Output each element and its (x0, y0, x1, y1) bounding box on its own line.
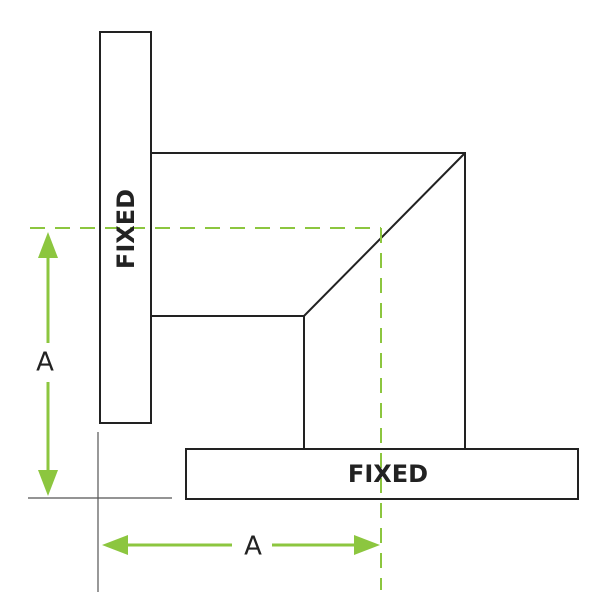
vertical-dimension-label: A (36, 348, 54, 378)
horizontal-dimension-arrow (102, 535, 380, 555)
arrowhead-left-icon (102, 535, 128, 555)
arrowhead-right-icon (354, 535, 380, 555)
horizontal-dimension-label: A (244, 532, 262, 562)
arrowhead-up-icon (38, 232, 58, 258)
elbow-body (151, 152, 466, 449)
arrowhead-down-icon (38, 470, 58, 496)
vertical-dimension-arrow (38, 232, 58, 496)
vertical-flange-label: FIXED (112, 189, 140, 269)
horizontal-flange-label: FIXED (348, 460, 428, 488)
